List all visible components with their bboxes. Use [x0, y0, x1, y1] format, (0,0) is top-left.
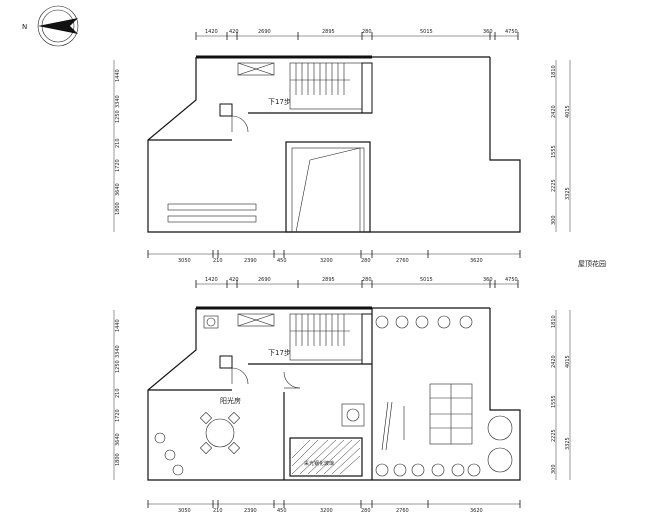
dim2-left-4: 210: [115, 388, 121, 398]
dim-bottom-2: 210: [213, 258, 223, 264]
north-label: N: [22, 23, 27, 31]
dim2-right-2: 2420: [551, 355, 557, 368]
dim2-left-6: 3640: [115, 433, 121, 446]
dim-right-4: 1555: [551, 145, 557, 158]
dim2-top-7: 360: [483, 277, 493, 283]
plan-title: 屋顶花园: [578, 259, 606, 268]
dim-top-1: 1420: [205, 29, 218, 35]
dim-right-6: 3325: [565, 187, 571, 200]
sunroom-label: 阳光房: [220, 396, 241, 405]
dim-top-4: 2895: [322, 29, 335, 35]
north-compass: N: [22, 5, 79, 47]
dim-bottom-6: 280: [361, 258, 371, 264]
stair-label-1: 下17步: [268, 98, 291, 106]
dim-right-2: 2420: [551, 105, 557, 118]
dim-left-5: 1720: [115, 159, 121, 172]
plants-left: [154, 432, 184, 476]
dim-right-3: 4015: [565, 105, 571, 118]
dim2-right-3: 4015: [565, 355, 571, 368]
dim-bottom-3: 2390: [244, 258, 257, 264]
shrubs: [375, 315, 513, 477]
dim2-bottom-6: 280: [361, 508, 371, 514]
dim-left-3: 1250: [115, 110, 121, 123]
plan-lower: 1420 420 2690 2895 280 5015 360 4750 144…: [113, 277, 571, 514]
dim2-top-5: 280: [362, 277, 372, 283]
dim2-bottom-3: 2390: [244, 508, 257, 514]
dim-bottom-1: 3050: [178, 258, 191, 264]
dim-left-6: 3640: [115, 183, 121, 196]
dim2-right-1: 1810: [551, 315, 557, 328]
dim2-left-7: 1800: [115, 453, 121, 466]
dim2-top-3: 2690: [258, 277, 271, 283]
dim-top-8: 4750: [505, 29, 518, 35]
dim2-bottom-8: 3620: [470, 508, 483, 514]
dim-bottom-7: 2760: [396, 258, 409, 264]
dim2-right-7: 300: [551, 464, 557, 474]
dim2-left-3: 1250: [115, 360, 121, 373]
dim2-top-2: 420: [229, 277, 239, 283]
dining-table: [199, 411, 241, 455]
dim-top-7: 360: [483, 29, 493, 35]
dim2-top-1: 1420: [205, 277, 218, 283]
dim-top-6: 5015: [420, 29, 433, 35]
dim-top-3: 2690: [258, 29, 271, 35]
dim-right-7: 300: [551, 215, 557, 225]
dim-right-5: 2225: [551, 179, 557, 192]
dim2-bottom-5: 3200: [320, 508, 333, 514]
dim-top-2: 420: [229, 29, 239, 35]
dim2-bottom-2: 210: [213, 508, 223, 514]
dim-left-4: 210: [115, 138, 121, 148]
dim2-bottom-1: 3050: [178, 508, 191, 514]
dim2-left-5: 1720: [115, 409, 121, 422]
dim2-top-4: 2895: [322, 277, 335, 283]
dim2-right-4: 1555: [551, 395, 557, 408]
dim2-bottom-7: 2760: [396, 508, 409, 514]
glass-label: 采光钢化玻璃: [304, 460, 334, 467]
dim2-left-1: 1440: [115, 319, 121, 332]
dim-right-1: 1810: [551, 65, 557, 78]
dim-bottom-5: 3200: [320, 258, 333, 264]
dim2-bottom-4: 450: [277, 508, 287, 514]
dim2-right-6: 3325: [565, 437, 571, 450]
dim-top-5: 280: [362, 29, 372, 35]
dim2-top-8: 4750: [505, 277, 518, 283]
plan-upper: 1420 420 2690 2895 280 5015 360 4750 144…: [113, 29, 606, 268]
dim-bottom-4: 450: [277, 258, 287, 264]
dim2-left-2: 3340: [115, 345, 121, 358]
dim-bottom-8: 3620: [470, 258, 483, 264]
stair-label-2: 下17步: [268, 349, 291, 357]
dim2-right-5: 2225: [551, 429, 557, 442]
dim2-top-6: 5015: [420, 277, 433, 283]
dim-left-1: 1440: [115, 69, 121, 82]
dim-left-2: 3340: [115, 95, 121, 108]
dim-left-7: 1800: [115, 202, 121, 215]
